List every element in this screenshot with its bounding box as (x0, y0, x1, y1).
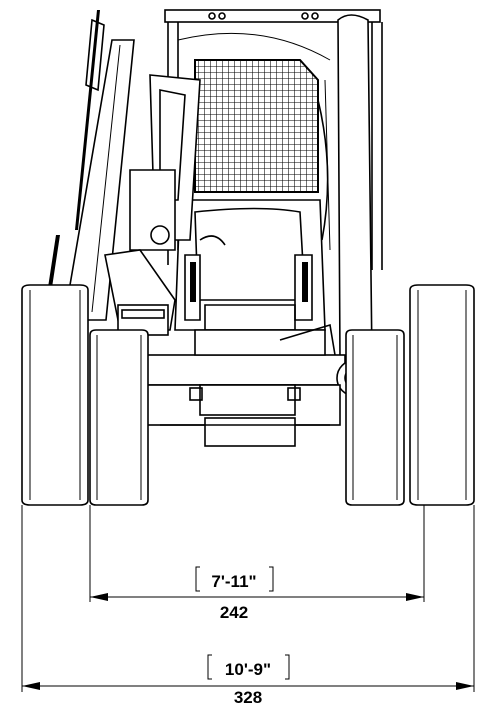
outer-dimension-imperial: 10'-9" (225, 660, 271, 679)
outer-dimension-metric: 328 (234, 688, 262, 707)
inner-dimension-metric: 242 (220, 603, 248, 622)
inner-dimension-imperial: 7'-11" (211, 572, 256, 591)
wheel-left-inner (89, 329, 149, 506)
outer-dimension-line: 10'-9" 328 (22, 654, 474, 707)
window-guard-mesh (194, 59, 319, 193)
right-upright-arm (317, 14, 373, 361)
bracket-right (269, 566, 274, 592)
operator-area (174, 199, 326, 331)
left-boom-arm (63, 39, 226, 321)
arrow-left-icon (90, 593, 108, 601)
inner-dimension-line: 7'-11" 242 (90, 566, 424, 622)
bracket-right (285, 654, 290, 680)
dimension-extension-lines (21, 505, 475, 692)
arrow-right-icon (406, 593, 424, 601)
left-cylinder (104, 249, 176, 336)
wheel-right-outer (409, 284, 475, 506)
wheel-right-inner (345, 329, 405, 506)
bracket-left (207, 654, 212, 680)
bracket-left (195, 566, 200, 592)
arrow-right-icon (456, 682, 474, 690)
arrow-left-icon (22, 682, 40, 690)
lower-chassis (144, 384, 341, 447)
wheel-left-outer (21, 284, 89, 506)
